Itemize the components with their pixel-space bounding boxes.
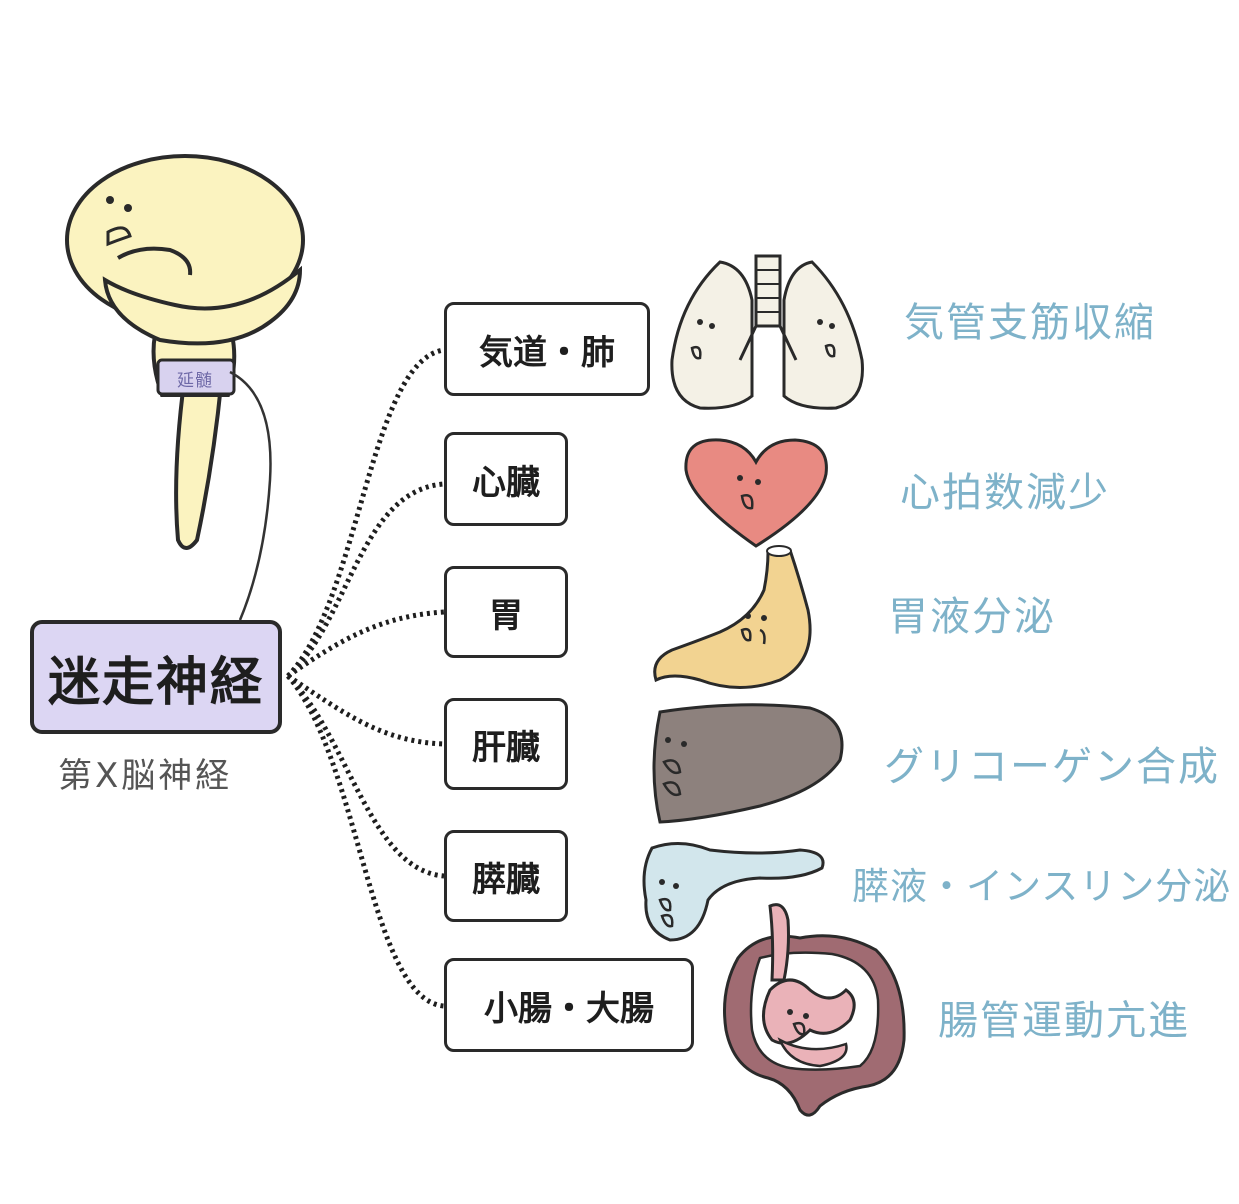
- organ-label: 膵臓: [472, 859, 540, 900]
- effect-heart-rate-decrease: 心拍数減少: [900, 470, 1110, 516]
- organ-label: 気道・肺: [479, 332, 615, 373]
- vagus-nerve-box: 迷走神経: [30, 620, 282, 734]
- brainstem-icon: [65, 154, 305, 621]
- stomach-icon: [653, 545, 812, 689]
- nerve-branch-connectors: [286, 347, 445, 1009]
- cranial-nerve-caption: 第X脳神経: [58, 756, 233, 796]
- effect-bronchoconstriction: 気管支筋収縮: [904, 300, 1156, 346]
- organ-box-stomach: 胃: [444, 566, 568, 658]
- organ-box-pancreas: 膵臓: [444, 830, 568, 922]
- organ-box-intestines: 小腸・大腸: [444, 958, 694, 1052]
- organ-box-liver: 肝臓: [444, 698, 568, 790]
- liver-icon: [652, 703, 844, 824]
- lungs-icon: [670, 254, 864, 410]
- effect-pancreatic-secretion: 膵液・インスリン分泌: [852, 865, 1232, 908]
- organ-label: 肝臓: [472, 727, 540, 768]
- effect-intestinal-motility: 腸管運動亢進: [938, 998, 1190, 1044]
- effect-glycogen-synthesis: グリコーゲン合成: [884, 744, 1220, 790]
- organ-label: 胃: [489, 595, 523, 636]
- organ-label: 小腸・大腸: [484, 988, 654, 1029]
- pancreas-icon: [642, 842, 825, 942]
- effect-gastric-secretion: 胃液分泌: [888, 594, 1056, 640]
- vagus-nerve-label: 迷走神経: [47, 652, 264, 713]
- intestines-icon: [723, 903, 906, 1117]
- heart-icon: [684, 438, 828, 548]
- organ-label: 心臓: [472, 462, 540, 503]
- organ-box-airway-lungs: 気道・肺: [444, 302, 650, 396]
- medulla-label: 延髄: [177, 371, 213, 391]
- organ-box-heart: 心臓: [444, 432, 568, 526]
